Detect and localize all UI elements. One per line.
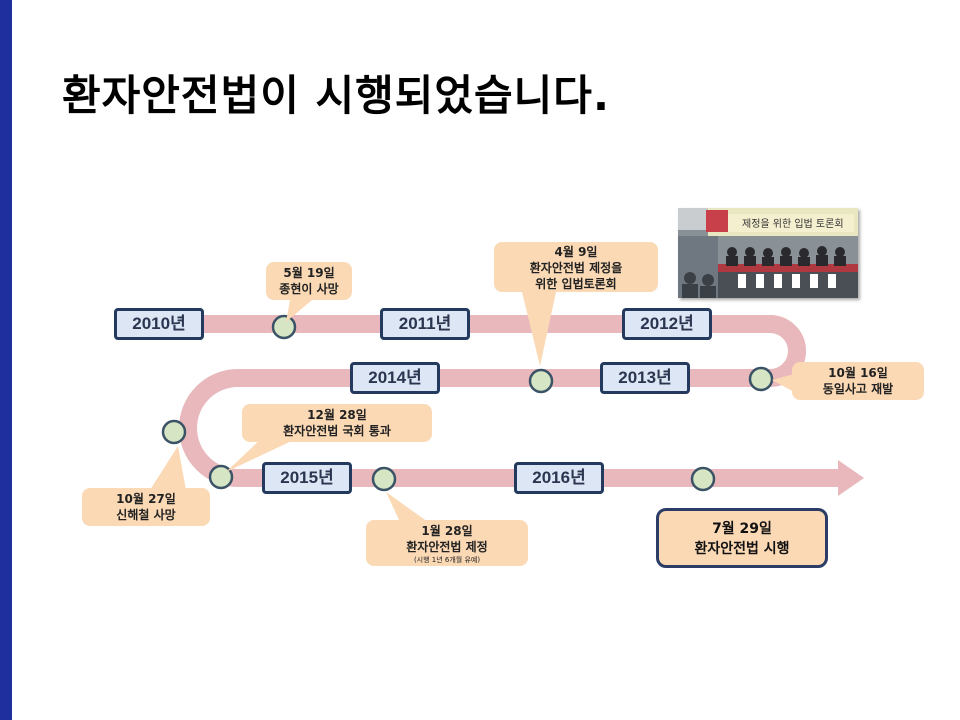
event-text: 환자안전법 제정 [406,540,488,554]
callout-pointer [150,446,186,490]
event-text: 종현이 사망 [279,282,339,296]
node-2014-oct [161,419,187,445]
node-2012-oct [748,366,774,392]
event-date: 4월 9일 [554,245,598,259]
event-text-line2: 위한 입법토론회 [535,277,617,291]
event-note: (시행 1년 6개월 유예) [413,556,481,564]
year-2010: 2010년 [114,308,204,340]
callout-pointer [522,292,556,366]
node-2016-jul [690,466,716,492]
final-text: 환자안전법 시행 [694,541,790,557]
node-2010-may [271,314,297,340]
callout-2010-may: 5월 19일 종현이 사망 [266,262,352,300]
event-text: 신해철 사망 [116,508,176,522]
callout-2012-oct: 10월 16일 동일사고 재발 [792,362,924,400]
year-2015: 2015년 [262,462,352,494]
page-title: 환자안전법이 시행되었습니다. [62,71,610,120]
callout-pointer [226,438,298,472]
callout-2014-oct: 10월 27일 신해철 사망 [82,488,210,526]
event-date: 10월 27일 [116,492,176,506]
year-2016: 2016년 [514,462,604,494]
year-2012: 2012년 [622,308,712,340]
forum-photo: 제정을 위한 입법 토론회 [678,208,858,298]
callout-2012-apr: 4월 9일 환자안전법 제정을 위한 입법토론회 [494,242,658,292]
callout-2015-jan: 1월 28일 환자안전법 제정 (시행 1년 6개월 유예) [366,520,528,566]
callout-final-enforcement: 7월 29일 환자안전법 시행 [656,508,828,568]
node-2015-jan [371,466,397,492]
event-date: 5월 19일 [283,266,335,280]
event-date: 10월 16일 [828,366,888,380]
event-text: 환자안전법 제정을 [529,261,623,275]
forum-photo-image: 제정을 위한 입법 토론회 [678,208,858,298]
track-arrowhead [838,460,864,496]
event-date: 1월 28일 [421,524,473,538]
callout-pointer [286,300,312,322]
final-date: 7월 29일 [712,521,772,537]
photo-banner-text: 제정을 위한 입법 토론회 [742,217,844,230]
node-2012-apr [528,368,554,394]
year-2014: 2014년 [350,362,440,394]
event-text: 환자안전법 국회 통과 [283,424,391,438]
event-text: 동일사고 재발 [822,382,894,396]
track-path [160,315,840,487]
callout-pointer [386,492,428,522]
callout-pointer [772,374,794,392]
left-accent-bar [0,0,12,720]
year-2011: 2011년 [380,308,470,340]
node-2014-dec [208,464,234,490]
event-date: 12월 28일 [307,408,367,422]
year-2013: 2013년 [600,362,690,394]
callout-2014-dec: 12월 28일 환자안전법 국회 통과 [242,404,432,442]
